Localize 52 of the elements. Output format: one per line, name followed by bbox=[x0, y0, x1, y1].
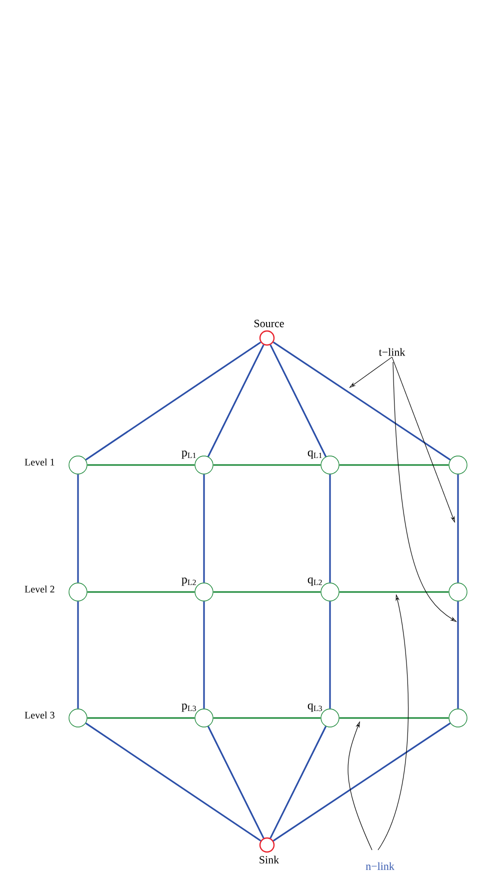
vertex-circle bbox=[448, 582, 468, 602]
level-label: Level 3 bbox=[24, 711, 54, 718]
link-label: t−link bbox=[378, 348, 406, 356]
link-line bbox=[339, 464, 449, 466]
link-line bbox=[87, 464, 195, 466]
link-line bbox=[207, 726, 264, 839]
vertex-circle bbox=[448, 708, 468, 728]
link-line bbox=[329, 474, 331, 583]
link-line bbox=[213, 464, 321, 466]
level-label: Level 1 bbox=[24, 458, 54, 466]
link-line bbox=[339, 717, 449, 719]
link-line bbox=[213, 591, 321, 593]
link-line bbox=[77, 601, 79, 709]
vertex-circle bbox=[320, 582, 340, 602]
link-line bbox=[77, 474, 79, 583]
link-label: n−link bbox=[366, 862, 394, 870]
link-line bbox=[329, 601, 331, 709]
link-line bbox=[270, 344, 327, 457]
level-label: Level 2 bbox=[24, 585, 54, 592]
vertex-circle bbox=[320, 456, 340, 474]
link-line bbox=[272, 342, 451, 460]
vertex-circle bbox=[194, 582, 214, 602]
link-line bbox=[270, 726, 327, 839]
vertex-circle bbox=[448, 456, 468, 474]
link-line bbox=[85, 342, 262, 460]
vertex-circle bbox=[68, 708, 88, 728]
vertex-label: p$_{L3}$ bbox=[182, 704, 196, 712]
terminal-circle bbox=[259, 330, 275, 346]
link-line bbox=[457, 474, 459, 583]
vertex-label: q$_{L2}$ bbox=[308, 577, 322, 586]
vertex-label: q$_{L3}$ bbox=[308, 703, 322, 712]
terminal-circle bbox=[259, 837, 275, 853]
link-line bbox=[87, 591, 195, 593]
link-line bbox=[457, 601, 459, 709]
vertex-circle bbox=[194, 708, 214, 728]
terminal-label: Source bbox=[254, 320, 284, 328]
terminal-label: Sink bbox=[260, 856, 280, 864]
link-line bbox=[203, 474, 205, 583]
link-line bbox=[207, 344, 264, 457]
vertex-circle bbox=[194, 456, 214, 474]
vertex-circle bbox=[320, 708, 340, 728]
link-line bbox=[87, 717, 195, 719]
link-line bbox=[339, 591, 449, 593]
vertex-label: p$_{L1}$ bbox=[182, 450, 196, 459]
vertex-label: q$_{L1}$ bbox=[308, 450, 322, 459]
vertex-label: p$_{L2}$ bbox=[182, 578, 196, 586]
vertex-circle bbox=[68, 456, 88, 474]
link-line bbox=[85, 722, 262, 842]
link-line bbox=[272, 722, 451, 842]
link-line bbox=[213, 717, 321, 719]
vertex-circle bbox=[68, 582, 88, 602]
link-line bbox=[203, 601, 205, 709]
